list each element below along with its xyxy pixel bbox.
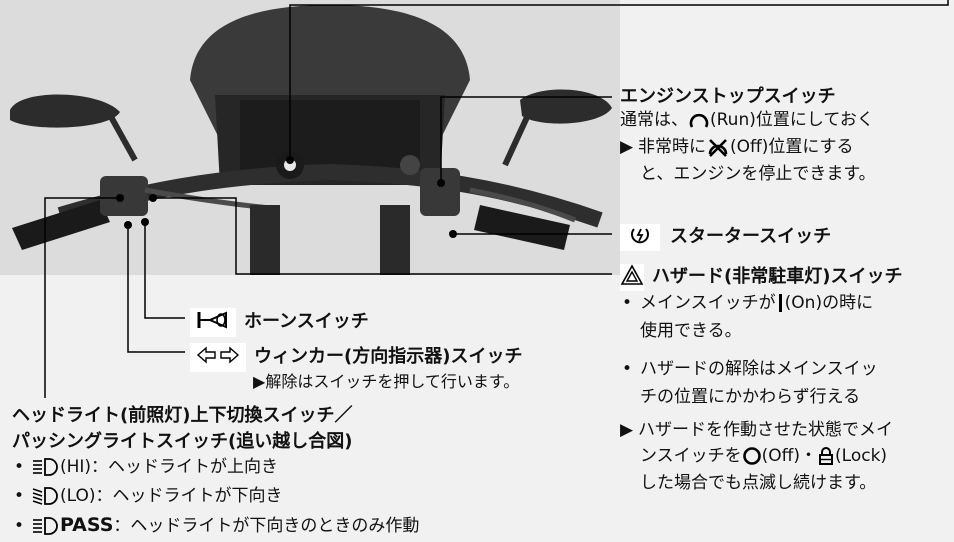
bullet-icon: • [14,516,25,536]
note-arrow-icon: ▶ [620,420,634,440]
note-arrow-icon: ▶ [253,372,266,391]
headlight-lo: • (LO)：ヘッドライトが下向き [14,483,283,510]
starter-title: スタータースイッチ [670,226,832,247]
hazard-b2-l1: ハザードの解除はメインスイッ [640,359,878,379]
engine-stop-line1-post: (Run)位置にしておく [710,110,874,130]
horn-title-row: ホーンスイッチ [190,307,369,337]
horn-icon [190,307,236,337]
hazard-bullet-2: • ハザードの解除はメインスイッ [622,356,878,383]
headlight-lo-text: (LO)：ヘッドライトが下向き [60,486,283,506]
engine-stop-line2-pre: 非常時に [638,137,706,157]
run-icon [689,113,709,128]
hazard-bullet-2-cont: チの位置にかかわらず行える [640,387,861,407]
engine-stop-line2-post: (Off)位置にする [730,137,854,157]
headlight-hi: • (HI)：ヘッドライトが上向き [14,454,278,481]
note-arrow-icon: ▶ [620,137,634,157]
hazard-note-l3: した場合でも点滅し続けます。 [640,473,877,493]
turn-signal-icon [190,342,246,372]
off-icon [708,139,728,157]
winker-title: ウィンカー(方向指示器)スイッチ [254,346,523,367]
hazard-n1-l2-mid: (Off)・ [761,446,818,466]
hazard-bullet-1-cont: 使用できる。 [640,321,742,341]
hazard-b1-post: (On)の時に [784,293,874,313]
headlight-title-l1: ヘッドライト(前照灯)上下切換スイッチ／ [12,405,353,426]
winker-title-row: ウィンカー(方向指示器)スイッチ [190,342,522,372]
hazard-title: ハザード(非常駐車灯)スイッチ [652,266,903,287]
motorcycle-handlebar-photo [0,0,620,275]
headlight-hi-text: (HI)：ヘッドライトが上向き [60,457,279,477]
hazard-triangle-icon [620,263,644,291]
passing-icon [33,517,58,535]
headlight-title-l2: パッシングライトスイッチ(追い越し合図) [12,431,353,452]
off-circle-icon [742,447,761,465]
winker-note: ▶解除はスイッチを押して行います。 [253,368,519,392]
headlight-pass-text: ：ヘッドライトが下向きのときのみ作動 [113,516,420,536]
horn-title: ホーンスイッチ [244,311,369,332]
engine-stop-line1-pre: 通常は、 [620,110,688,130]
lock-icon [819,447,834,465]
bullet-icon: • [622,293,633,313]
on-bar-icon [778,294,782,312]
hazard-b1-pre: メインスイッチが [640,293,776,313]
headlight-pass: • PASS：ヘッドライトが下向きのときのみ作動 [14,512,419,540]
hazard-bullet-1: • メインスイッチが (On)の時に [622,290,873,317]
hazard-title-row: ハザード(非常駐車灯)スイッチ [620,262,902,291]
hazard-note-l2: ンスイッチを (Off)・ (Lock) [640,443,887,470]
hazard-note-l1: ▶ハザードを作動させた状態でメイ [620,417,893,444]
hazard-n1-l2-post: (Lock) [835,446,888,466]
bullet-icon: • [14,457,25,477]
engine-stop-line3: と、エンジンを停止できます。 [640,164,876,184]
high-beam-icon [33,458,58,476]
hazard-n1-l1: ハザードを作動させた状態でメイ [638,420,893,440]
engine-stop-title: エンジンストップスイッチ [620,86,836,107]
low-beam-icon [32,487,58,505]
starter-title-row: スタータースイッチ [620,222,831,251]
winker-note-text: 解除はスイッチを押して行います。 [265,372,520,391]
hazard-n1-l2-pre: ンスイッチを [640,446,742,466]
engine-stop-line1: 通常は、 (Run)位置にしておく [620,107,874,134]
starter-icon [620,223,660,251]
bullet-icon: • [14,486,25,506]
engine-stop-line2: ▶非常時に (Off)位置にする [620,134,854,161]
bullet-icon: • [622,359,633,379]
pass-label: PASS [60,514,114,536]
